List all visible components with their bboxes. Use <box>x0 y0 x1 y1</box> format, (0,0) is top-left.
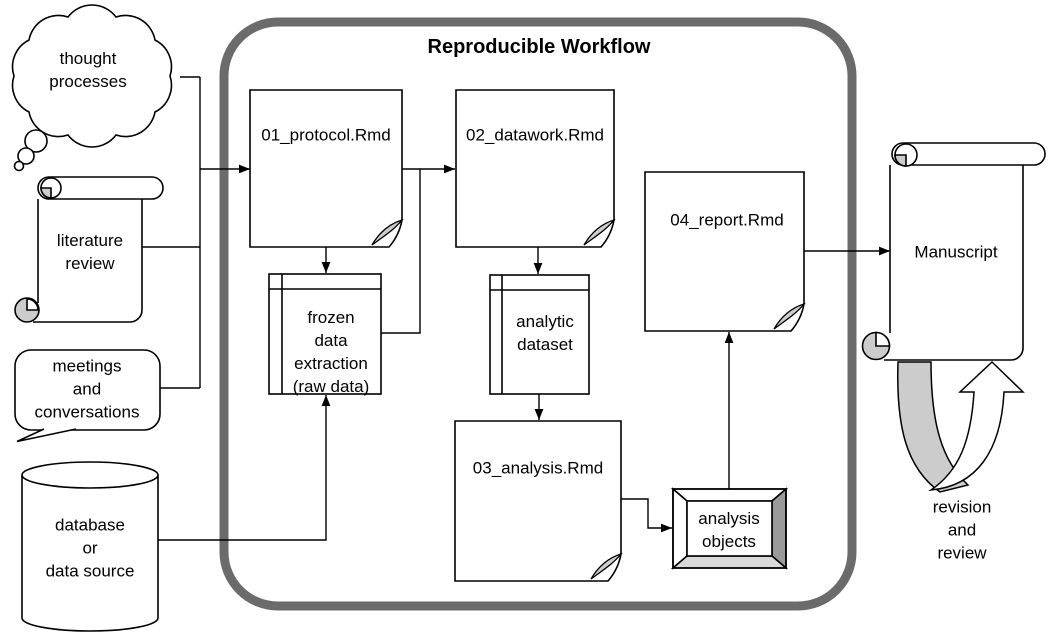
literature-review-label: literature review <box>56 231 124 273</box>
connector-database-to-frozen <box>158 395 331 541</box>
meetings-label: meetings and conversations <box>34 356 140 422</box>
workflow-container <box>219 17 857 611</box>
revision-review-label: revision and review <box>932 497 992 563</box>
protocol-document-shape <box>249 89 404 248</box>
connector-analysis-to-objects <box>621 498 672 533</box>
thought-processes-label: thought processes <box>49 49 127 91</box>
meetings-bubble-shape <box>14 349 161 443</box>
analysis-document-shape <box>454 420 623 582</box>
manuscript-label: Manuscript <box>914 242 998 262</box>
connector-frozen-data-junction <box>381 169 421 334</box>
frozen-data-label: frozen data extraction (raw data) <box>292 308 370 396</box>
thought-cloud-shape <box>11 4 173 172</box>
workflow-title: Reproducible Workflow <box>427 36 651 58</box>
literature-scroll-shape <box>14 176 164 323</box>
analytic-dataset-label: analytic dataset <box>516 312 574 354</box>
analysis-objects-label: analysis objects <box>698 509 760 551</box>
datawork-document-shape <box>455 89 616 248</box>
manuscript-scroll-shape <box>861 142 1046 361</box>
analysis-objects-frame-shape <box>670 487 789 570</box>
database-label: database or data source <box>45 515 135 581</box>
connector-sources-collector <box>142 76 201 389</box>
revision-uturn-arrow-shape <box>897 360 1025 493</box>
database-cylinder-shape <box>21 461 159 632</box>
frozen-data-storage-shape <box>268 273 382 395</box>
analytic-dataset-storage-shape <box>489 274 590 395</box>
analysis-label: 03_analysis.Rmd <box>472 458 604 478</box>
report-label: 04_report.Rmd <box>670 210 784 230</box>
datawork-label: 02_datawork.Rmd <box>466 125 604 145</box>
protocol-label: 01_protocol.Rmd <box>261 125 391 145</box>
report-document-shape <box>644 171 806 332</box>
